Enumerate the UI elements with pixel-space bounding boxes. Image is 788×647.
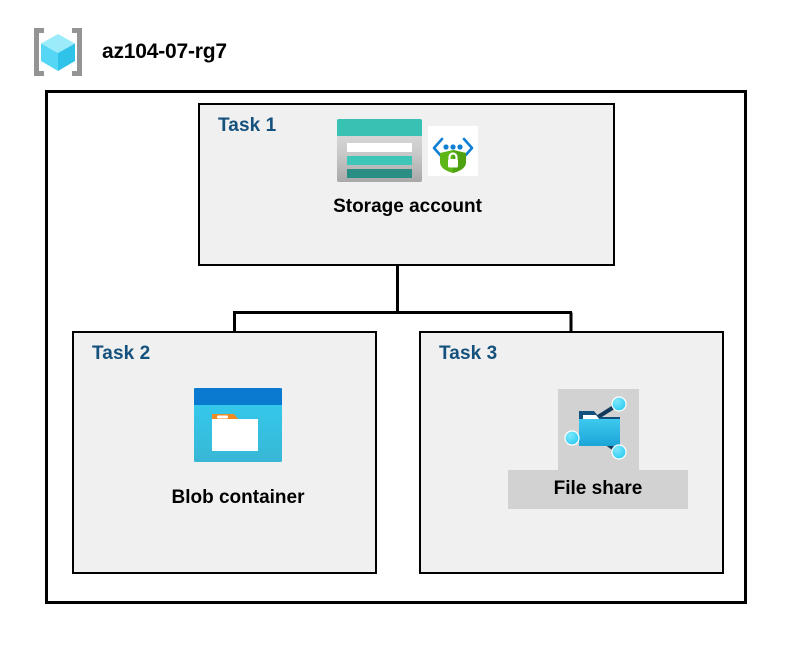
page-title: az104-07-rg7 — [102, 40, 227, 63]
key-vault-icon — [428, 125, 478, 181]
resource-group-header: az104-07-rg7 — [30, 26, 227, 78]
task-1-box[interactable]: Task 1 — [198, 103, 615, 266]
task-2-box[interactable]: Task 2 — [72, 331, 377, 574]
file-share-icon — [562, 391, 634, 468]
task-3-label: Task 3 — [439, 343, 498, 364]
task-1-label: Task 1 — [218, 115, 277, 136]
blob-container-node[interactable]: Blob container — [155, 388, 321, 509]
file-share-caption: File share — [553, 478, 643, 499]
blob-container-caption: Blob container — [171, 487, 305, 508]
storage-account-node[interactable]: Storage account — [280, 118, 535, 218]
file-share-caption-highlight: File share — [508, 470, 688, 509]
storage-account-icon-row — [337, 118, 478, 188]
blob-container-icon — [194, 388, 282, 467]
file-share-node[interactable]: File share — [508, 389, 688, 509]
task-2-label: Task 2 — [92, 343, 151, 364]
storage-account-icon — [337, 119, 422, 187]
storage-account-caption: Storage account — [333, 196, 482, 217]
file-share-icon-highlight — [557, 389, 639, 470]
resource-group-icon — [30, 26, 86, 78]
